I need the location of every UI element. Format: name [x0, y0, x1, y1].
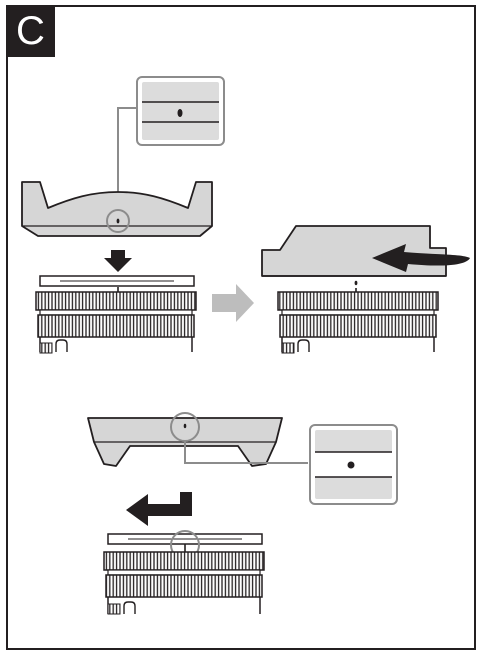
petal-hood-front	[21, 181, 213, 237]
push-down-arrow-icon	[104, 250, 132, 272]
lens-body-right	[277, 288, 439, 354]
step-attach-group	[21, 76, 225, 354]
next-step-arrow-icon	[212, 284, 254, 322]
alignment-circle	[106, 209, 130, 233]
callout-leader-bottom	[184, 441, 308, 464]
lens-body-left	[35, 275, 197, 354]
step-detach-group	[87, 412, 398, 615]
section-badge: C	[6, 5, 55, 57]
index-dot-icon-bottom	[347, 461, 355, 469]
index-dot-icon	[177, 109, 183, 117]
callout-mark-bottom	[309, 424, 398, 505]
callout-mark-top	[136, 76, 225, 146]
lens-body-bottom	[103, 530, 265, 615]
callout-leader	[117, 107, 137, 222]
step-rotate-group	[261, 225, 470, 354]
rotate-arrow-icon	[372, 244, 470, 272]
remove-arrow-icon	[126, 492, 192, 526]
page-border	[6, 5, 476, 650]
